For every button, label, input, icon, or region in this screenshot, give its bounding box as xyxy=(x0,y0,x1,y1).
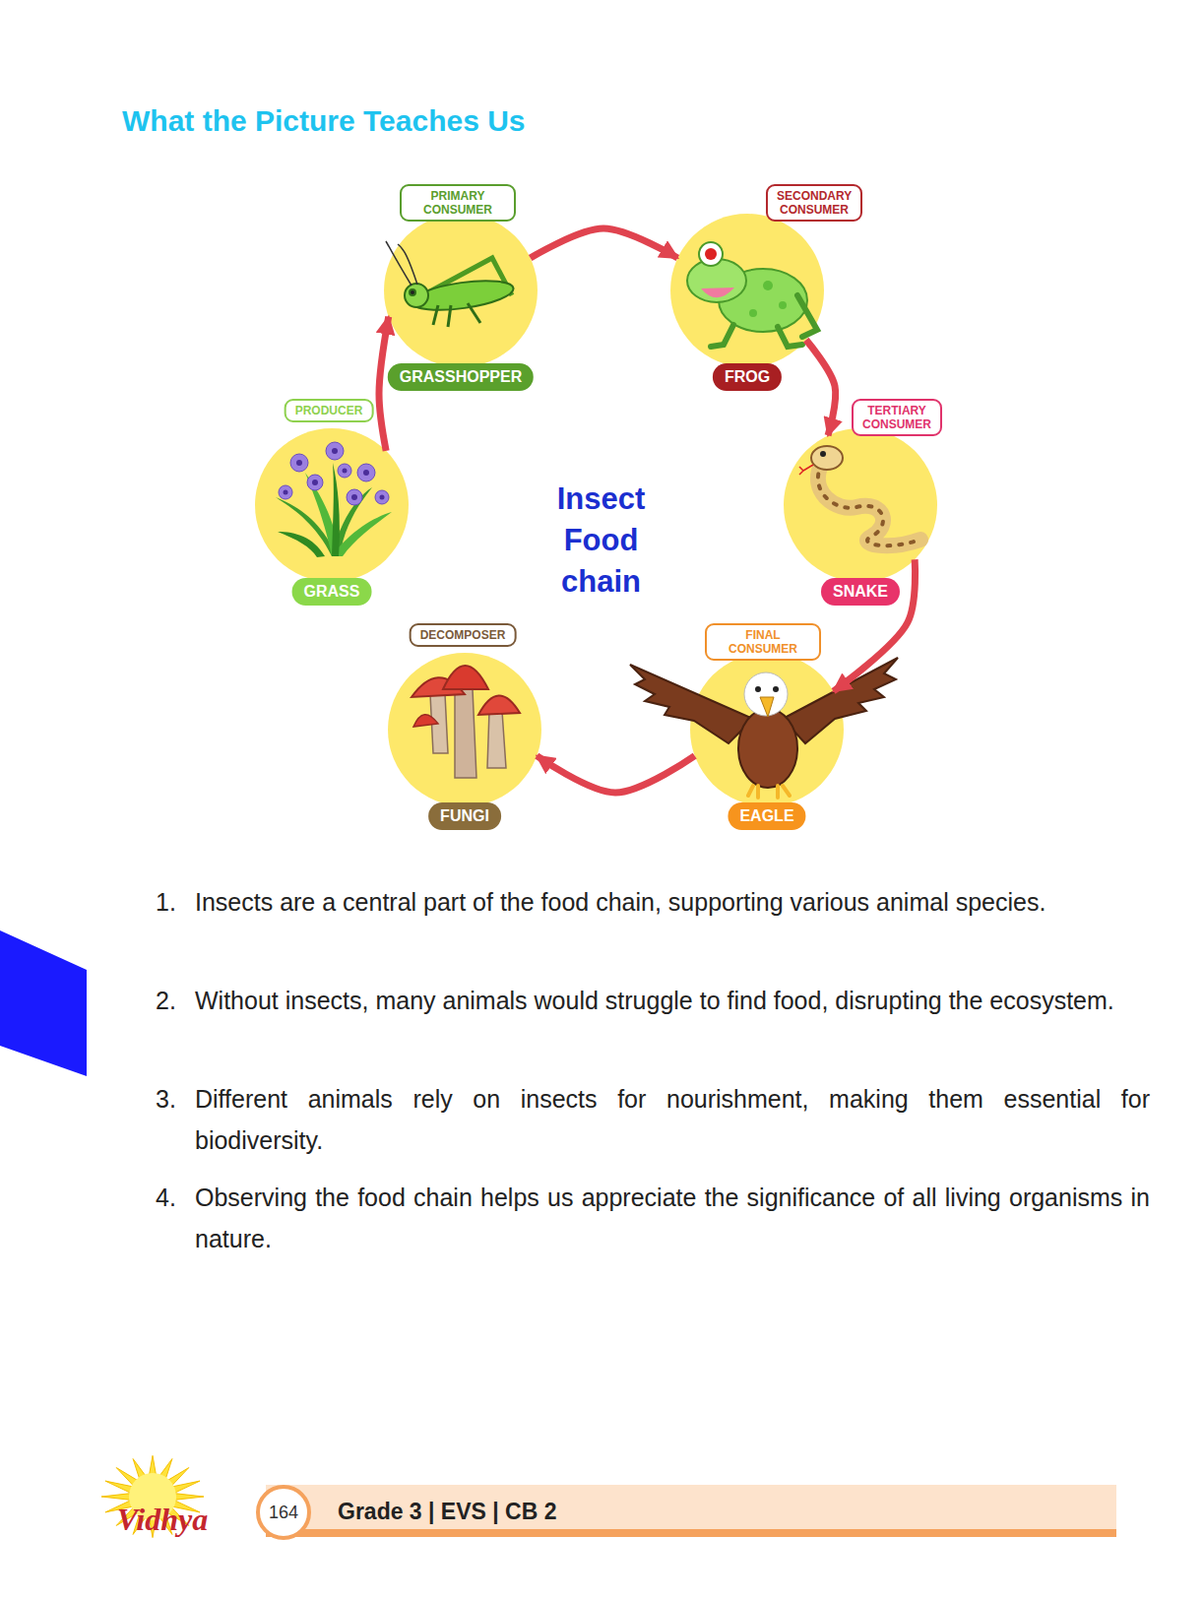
food-chain-arrow xyxy=(806,339,836,436)
eagle-art xyxy=(630,657,898,798)
organism-name: EAGLE xyxy=(727,802,806,830)
role-tag: SECONDARY CONSUMER xyxy=(765,184,863,222)
list-item: Observing the food chain helps us apprec… xyxy=(194,1176,1150,1260)
list-number: 1. xyxy=(155,881,191,923)
list-item: Different animals rely on insects for no… xyxy=(194,1077,1150,1161)
list-number: 4. xyxy=(155,1176,191,1218)
list-number: 2. xyxy=(155,979,191,1021)
node-circles xyxy=(254,213,938,807)
organism-name: SNAKE xyxy=(821,577,900,606)
role-tag: PRODUCER xyxy=(284,398,375,423)
food-chain-arrow xyxy=(536,756,695,793)
food-chain-node: PRIMARY CONSUMER GRASSHOPPER xyxy=(342,184,579,397)
footer-bar xyxy=(257,1484,1117,1538)
center-title: Insect Food chain xyxy=(520,478,682,603)
list-number: 3. xyxy=(155,1077,191,1120)
role-tag: FINAL CONSUMER xyxy=(704,623,822,661)
organism-name: GRASS xyxy=(292,577,373,606)
food-chain-arrow xyxy=(379,316,389,451)
organism-name: GRASSHOPPER xyxy=(387,363,534,391)
snake-art xyxy=(799,445,921,546)
grasshopper-art xyxy=(385,241,515,327)
list-item: Insects are a central part of the food c… xyxy=(194,881,1150,923)
organism-name: FUNGI xyxy=(428,802,502,830)
food-chain-arrow xyxy=(530,228,679,258)
role-tag: DECOMPOSER xyxy=(409,623,517,647)
page-number: 164 xyxy=(258,1500,309,1524)
food-chain-node: SECONDARY CONSUMER FROG xyxy=(629,184,866,397)
organism-name: FROG xyxy=(712,363,782,391)
grass-art xyxy=(275,442,392,558)
side-tab xyxy=(0,930,87,1077)
page-title: What the Picture Teaches Us xyxy=(122,104,526,138)
logo-text: Vidhya xyxy=(98,1500,227,1538)
role-tag: PRIMARY CONSUMER xyxy=(399,184,516,222)
fungi-art xyxy=(411,665,520,778)
footer-text: Grade 3 | EVS | CB 2 xyxy=(337,1496,830,1526)
food-chain-node: DECOMPOSER FUNGI xyxy=(346,623,583,836)
role-tag: TERTIARY CONSUMER xyxy=(851,398,943,437)
frog-art xyxy=(687,242,818,347)
list-item: Without insects, many animals would stru… xyxy=(194,979,1150,1021)
food-chain-node: FINAL CONSUMER EAGLE xyxy=(648,623,886,836)
food-chain-node: TERTIARY CONSUMER SNAKE xyxy=(742,398,979,612)
food-chain-node: PRODUCER GRASS xyxy=(213,398,450,612)
